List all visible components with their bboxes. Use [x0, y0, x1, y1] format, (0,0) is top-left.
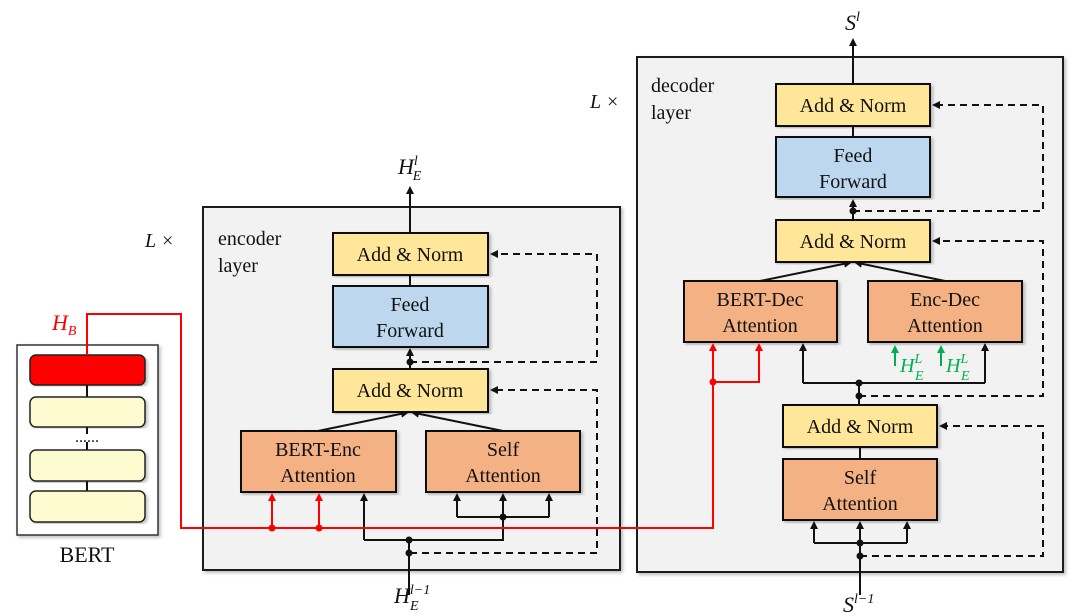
encoder-layer-label-2: layer: [218, 255, 258, 277]
enc-dec-attention-label-2: Attention: [907, 315, 983, 337]
connector: [364, 517, 504, 541]
decoder-output-label: Sl: [845, 10, 860, 35]
decoder-module: L × decoder layer Sl HL E HL: [589, 10, 1064, 616]
bert-layer: [29, 396, 146, 428]
enc-dec-attention-label: Enc-Dec: [910, 289, 980, 311]
decoder-add-norm-mid: [775, 219, 931, 263]
bert-top-layer: [29, 354, 146, 386]
encoder-self-attention-label-2: Attention: [465, 465, 541, 487]
encoder-add-norm-mid: [332, 368, 489, 413]
bert-label: BERT: [60, 542, 115, 567]
encoder-feed-forward-label-2: Forward: [376, 320, 444, 342]
decoder-add-norm-low-label: Add & Norm: [807, 416, 914, 438]
junction-dot: [405, 549, 413, 557]
residual-connection: [410, 250, 598, 363]
encoder-repeat-label: L ×: [144, 230, 174, 252]
decoder-feed-forward-label-2: Forward: [819, 171, 887, 193]
decoder-self-attention: [782, 458, 938, 521]
bert-module: ...... BERT HB: [16, 310, 159, 567]
encoder-layer-label: encoder: [218, 228, 282, 250]
bert-layer: [29, 490, 146, 523]
encoder-add-norm-top: [332, 232, 489, 276]
junction-dot: [856, 552, 864, 560]
residual-connection: [860, 422, 1044, 557]
decoder-add-norm-top-label: Add & Norm: [800, 95, 907, 117]
decoder-repeat-label: L ×: [589, 91, 619, 113]
bert-output-wiring: [86, 313, 763, 532]
bert-dec-attention-label: BERT-Dec: [717, 289, 804, 311]
residual-connection: [853, 101, 1044, 212]
decoder-add-norm-top: [775, 83, 931, 127]
enc-input-label: HL: [945, 352, 968, 377]
decoder-feed-forward: [775, 136, 931, 198]
bert-enc-attention-label: BERT-Enc: [275, 439, 361, 461]
decoder-feed-forward-label: Feed: [834, 145, 873, 167]
encoder-feed-forward-label: Feed: [391, 294, 430, 316]
decoder-add-norm-low: [782, 404, 938, 448]
connector-arrow: [854, 259, 946, 282]
bert-enc-attention: [240, 430, 397, 493]
bert-dec-attention: [683, 280, 838, 343]
connector-arrow: [411, 409, 504, 432]
residual-connection: [410, 386, 598, 554]
encoder-self-attention-label: Self: [487, 439, 520, 461]
encoder-self-attention: [425, 430, 581, 493]
decoder-layer-label: decoder: [651, 75, 715, 97]
decoder-layer-label-2: layer: [651, 102, 691, 124]
enc-input-label: HL: [899, 352, 922, 377]
bert-output-line: [86, 313, 714, 529]
decoder-self-attention-label: Self: [844, 467, 877, 489]
decoder-self-attention-label-2: Attention: [822, 493, 898, 515]
enc-input-sub: E: [960, 369, 970, 384]
bert-dec-attention-label-2: Attention: [722, 315, 798, 337]
enc-dec-attention: [867, 280, 1023, 343]
encoder-add-norm-mid-label: Add & Norm: [357, 380, 464, 402]
encoder-input-label: Hl−1: [393, 583, 430, 608]
junction-dot: [855, 392, 863, 400]
encoder-add-norm-top-label: Add & Norm: [357, 244, 464, 266]
encoder-feed-forward: [332, 285, 489, 348]
encoder-input-sub: E: [409, 599, 419, 614]
connector-arrow: [759, 259, 852, 282]
bert-enc-attention-label-2: Attention: [280, 465, 356, 487]
connector-arrow: [317, 409, 409, 432]
bert-ellipsis: ......: [75, 429, 99, 446]
enc-input-sub: E: [914, 369, 924, 384]
decoder-input-label: Sl−1: [843, 592, 874, 616]
bert-output-label: HB: [51, 310, 77, 339]
bert-layer: [29, 449, 146, 482]
decoder-add-norm-mid-label: Add & Norm: [800, 231, 907, 253]
bert-dec-input-arrow: [713, 343, 763, 383]
